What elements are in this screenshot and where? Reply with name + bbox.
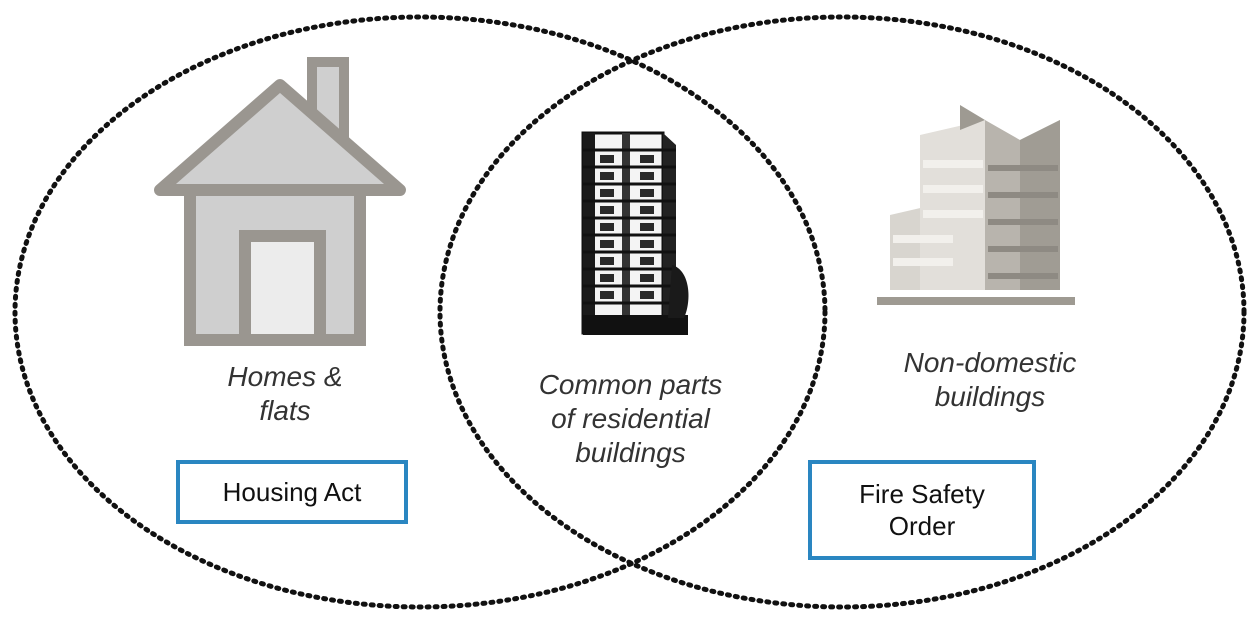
homes-flats-label: Homes & flats bbox=[227, 361, 343, 426]
common-parts-label: Common parts of residential buildings bbox=[538, 369, 723, 468]
fire-safety-order-label: Fire Safety Order bbox=[859, 479, 985, 541]
fire-safety-order-box: Fire Safety Order bbox=[808, 460, 1036, 560]
housing-act-label: Housing Act bbox=[222, 477, 362, 507]
housing-act-box: Housing Act bbox=[176, 460, 408, 524]
non-domestic-label: Non-domestic buildings bbox=[903, 347, 1077, 412]
left-ellipse bbox=[12, 14, 828, 610]
right-ellipse bbox=[437, 14, 1247, 610]
